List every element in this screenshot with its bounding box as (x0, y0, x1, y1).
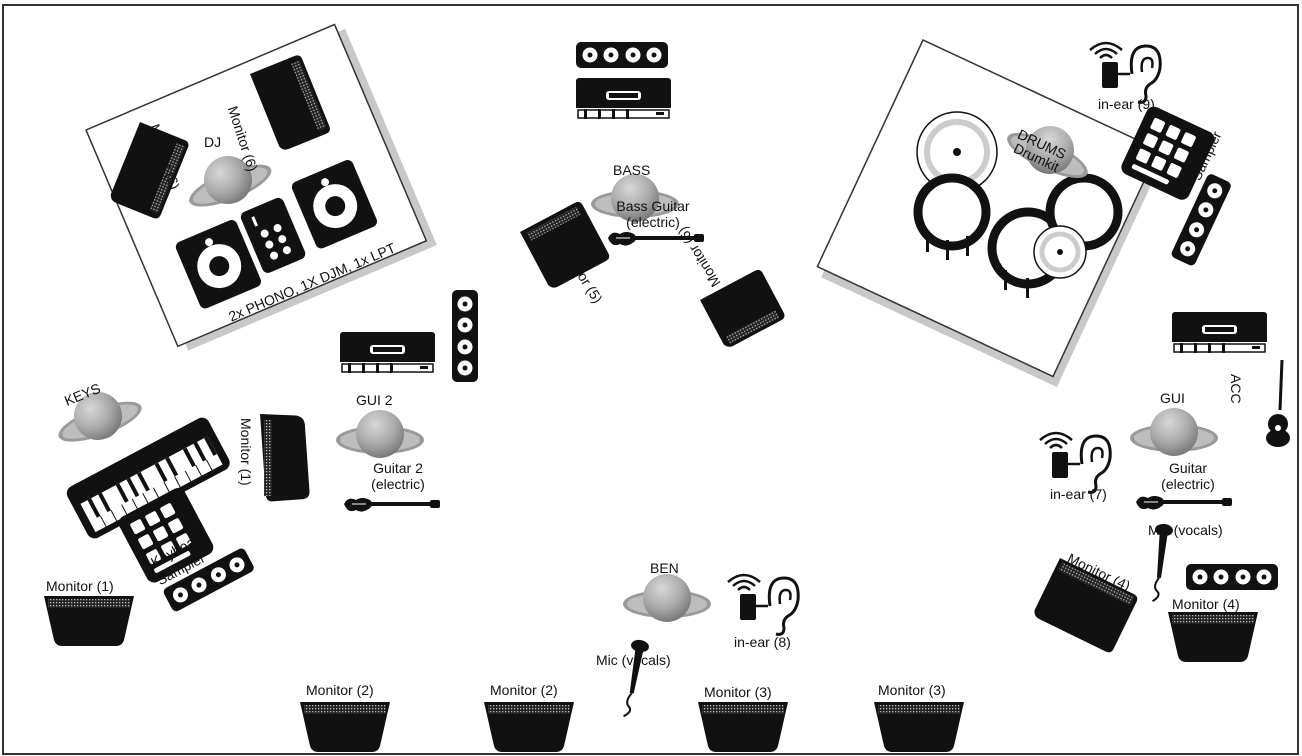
label-bass-guitar: Bass Guitar (electric) (616, 198, 690, 230)
in-ear-9-icon (1088, 41, 1162, 104)
label-monitor-3a: Monitor (3) (704, 684, 772, 700)
monitor-3a-wedge (698, 702, 788, 752)
amp-gui (1171, 311, 1268, 355)
power-strip-right (1186, 564, 1278, 590)
keys-monitor-wedge (260, 414, 310, 502)
label-mic-vocals-center: Mic (vocals) (596, 652, 671, 668)
guitar2-icon (343, 497, 441, 513)
monitor-5-wedge (520, 201, 610, 288)
stage-frame (2, 4, 1299, 755)
label-guitar2: Guitar 2 (electric) (371, 460, 425, 492)
label-monitor-1: Monitor (1) (46, 578, 114, 594)
label-bass: BASS (613, 162, 651, 178)
power-strip-bass (576, 42, 668, 68)
label-monitor-2a: Monitor (2) (306, 682, 374, 698)
ben-person (623, 574, 711, 622)
dj-monitor-right (250, 55, 330, 150)
label-in-ear-8: in-ear (8) (734, 634, 791, 650)
amp-bass (575, 77, 672, 121)
monitor-3b-wedge (874, 702, 964, 752)
monitor-1-wedge (44, 596, 134, 646)
label-in-ear-7: in-ear (7) (1050, 486, 1107, 502)
dj-monitor-left (110, 122, 189, 219)
dj-riser (85, 23, 437, 351)
acoustic-guitar-icon (1266, 359, 1290, 447)
monitor-4-angled (1034, 558, 1138, 653)
drum-riser (816, 39, 1163, 388)
monitor-6-wedge (700, 269, 785, 347)
cymbal-right (1033, 225, 1087, 279)
dj-speaker-right (291, 160, 378, 249)
amp-gui2 (339, 331, 436, 375)
mic-center-icon (617, 637, 651, 720)
monitor-2a-wedge (300, 702, 390, 752)
keyboard-icon (66, 417, 230, 539)
label-monitor-2b: Monitor (2) (490, 682, 558, 698)
label-gui2: GUI 2 (356, 392, 393, 408)
label-acc: ACC (1228, 374, 1244, 404)
label-gui: GUI (1160, 390, 1185, 406)
label-in-ear-9: in-ear (9) (1098, 96, 1155, 112)
monitor-2b-wedge (484, 702, 574, 752)
guitar-icon (1135, 495, 1233, 511)
gui2-person (336, 410, 424, 458)
drum-snare (913, 173, 991, 260)
label-mic-vocals-right: Mic (vocals) (1148, 522, 1223, 538)
in-ear-7-icon (1038, 431, 1112, 494)
in-ear-8-icon (726, 573, 800, 636)
dj-mixer (240, 197, 306, 273)
label-guitar: Guitar (electric) (1161, 460, 1215, 492)
label-monitor-4: Monitor (4) (1172, 596, 1240, 612)
label-dj: DJ (204, 134, 222, 150)
dj-speaker-left (175, 220, 262, 309)
gui-person (1130, 408, 1218, 456)
monitor-4-wedge (1168, 612, 1258, 662)
label-keys-monitor: Monitor (1) (238, 418, 254, 486)
power-strip-vertical (452, 290, 478, 382)
label-monitor-3b: Monitor (3) (878, 682, 946, 698)
label-ben: BEN (650, 560, 679, 576)
